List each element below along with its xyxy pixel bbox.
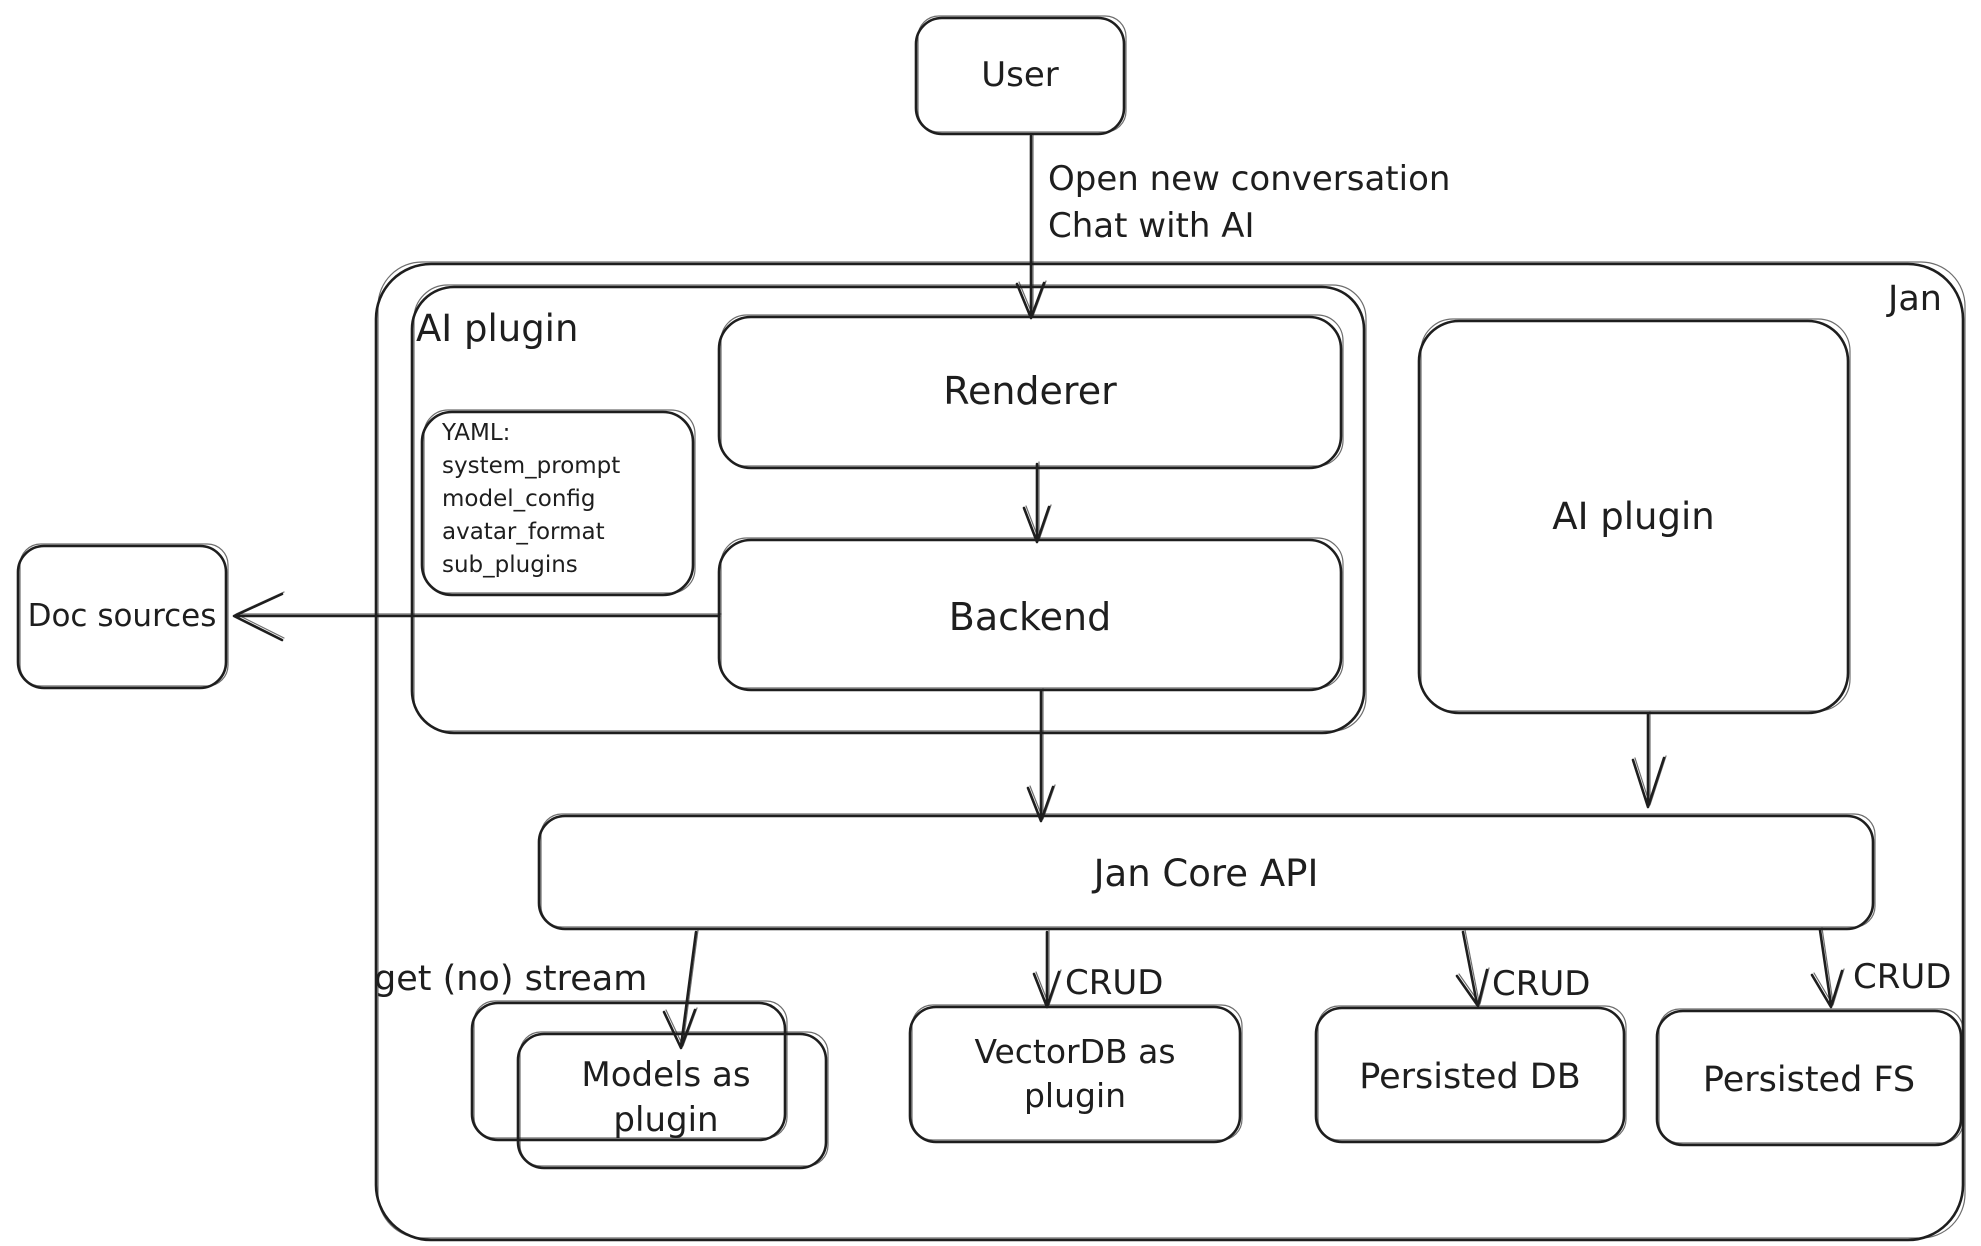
vectordb-box-label: VectorDB as plugin bbox=[910, 1030, 1240, 1118]
arrow-renderer-to-backend bbox=[1022, 462, 1051, 544]
persisted-fs-box-label: Persisted FS bbox=[1702, 1060, 1916, 1100]
vectordb-box bbox=[908, 1005, 1242, 1144]
user-arrow-label: Open new conversation Chat with AI bbox=[1048, 156, 1450, 250]
persisted-fs-box bbox=[1655, 1009, 1963, 1147]
yaml-note-line1: YAML: bbox=[442, 420, 511, 446]
ai-plugin-right-label: AI plugin bbox=[1552, 495, 1715, 538]
yaml-note-line4: avatar_format bbox=[442, 519, 605, 545]
user-arrow-label-line1: Open new conversation bbox=[1048, 159, 1451, 199]
doc-sources-box-label: Doc sources bbox=[27, 598, 217, 634]
models-front-box bbox=[516, 1032, 828, 1170]
yaml-note-line3: model_config bbox=[442, 486, 596, 512]
arrow-ai-plugin-right-to-jan-core-api bbox=[1631, 712, 1666, 809]
jan-outer-label: Jan bbox=[1888, 279, 1942, 319]
ai-plugin-left-container-box bbox=[410, 285, 1366, 735]
get-no-stream-label: get (no) stream bbox=[374, 959, 648, 999]
arrow-jan-core-api-to-persisted-db bbox=[1455, 930, 1489, 1008]
vectordb-box-label-line1: VectorDB as bbox=[974, 1032, 1176, 1071]
doc-sources-box bbox=[16, 544, 228, 690]
renderer-box-label: Renderer bbox=[943, 369, 1117, 413]
yaml-note-text: YAML: system_prompt model_config avatar_… bbox=[442, 417, 620, 582]
jan-core-api-box bbox=[537, 814, 1875, 931]
ai-plugin-right-box bbox=[1417, 319, 1850, 715]
jan-core-api-box-label: Jan Core API bbox=[1093, 852, 1319, 895]
user-box-label: User bbox=[981, 55, 1059, 95]
backend-box-label: Backend bbox=[948, 595, 1112, 639]
yaml-note-line2: system_prompt bbox=[442, 453, 621, 479]
arrow-user-to-renderer bbox=[1015, 134, 1046, 320]
arrow-jan-core-api-to-vectordb bbox=[1032, 930, 1061, 1009]
crud-persisted-db-label: CRUD bbox=[1492, 964, 1591, 1004]
models-box-label: Models as plugin bbox=[512, 1053, 820, 1143]
arrow-jan-core-api-to-models bbox=[662, 930, 698, 1050]
models-box-label-line1: Models as bbox=[581, 1055, 751, 1095]
user-arrow-label-line2: Chat with AI bbox=[1048, 206, 1255, 246]
arrow-backend-to-jan-core-api bbox=[1026, 689, 1055, 823]
jan-outer-box bbox=[374, 262, 1965, 1242]
arrow-backend-to-doc-sources bbox=[232, 592, 721, 642]
vectordb-box-label-line2: plugin bbox=[1023, 1076, 1127, 1115]
ai-plugin-left-label: AI plugin bbox=[416, 307, 579, 350]
yaml-note-line5: sub_plugins bbox=[442, 552, 578, 578]
persisted-db-box-label: Persisted DB bbox=[1359, 1057, 1581, 1097]
models-box-label-line2: plugin bbox=[613, 1100, 719, 1140]
yaml-note-box bbox=[420, 410, 695, 597]
user-box bbox=[914, 16, 1126, 136]
models-back-box bbox=[470, 1001, 787, 1142]
arrow-jan-core-api-to-persisted-fs bbox=[1810, 928, 1844, 1009]
persisted-db-box bbox=[1314, 1006, 1626, 1144]
crud-vectordb-label: CRUD bbox=[1065, 963, 1164, 1003]
crud-persisted-fs-label: CRUD bbox=[1853, 957, 1952, 997]
